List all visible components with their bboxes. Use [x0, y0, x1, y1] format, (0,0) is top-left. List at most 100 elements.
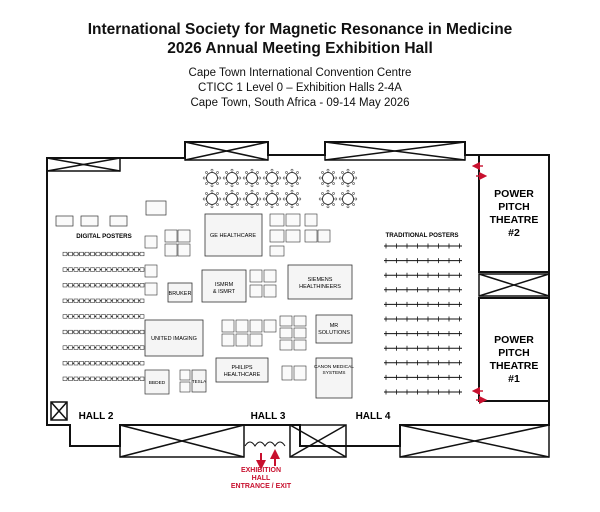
- digital-poster-screen: [112, 345, 117, 350]
- digital-poster-screen: [117, 283, 123, 288]
- digital-poster-screen: [79, 329, 84, 335]
- digital-poster-screen: [84, 361, 90, 366]
- digital-poster-screen: [84, 251, 90, 257]
- digital-poster-screen: [128, 314, 134, 319]
- digital-poster-screen: [106, 329, 112, 335]
- table-chair: [210, 205, 214, 209]
- digital-poster-screen: [68, 376, 73, 381]
- bbded-label: BBDED: [149, 380, 166, 386]
- digital-poster-screen: [112, 298, 117, 303]
- theatre-1: POWER PITCH THEATRE #1: [478, 297, 550, 402]
- table-chair: [218, 176, 222, 180]
- bruker-label: BRUKER: [169, 291, 192, 297]
- table-chair: [258, 176, 262, 180]
- digital-poster-screen: [106, 283, 112, 288]
- table-chair: [250, 184, 254, 188]
- digital-poster-screen: [106, 314, 112, 319]
- digital-poster-screen: [134, 376, 139, 381]
- digital-poster-screen: [79, 314, 84, 319]
- digital-poster-screen: [73, 298, 79, 303]
- mr-solutions-label-1: MR: [330, 323, 339, 329]
- digital-poster-screen: [62, 345, 68, 350]
- table-chair: [341, 171, 344, 174]
- table-chair: [230, 205, 234, 209]
- table-chair: [236, 192, 239, 195]
- digital-poster-screen: [84, 314, 90, 319]
- table-chair: [245, 182, 248, 185]
- table-chair: [262, 197, 266, 201]
- digital-poster-screen: [62, 376, 68, 381]
- table-chair: [270, 189, 274, 193]
- table-chair: [230, 189, 234, 193]
- table-chair: [216, 203, 219, 206]
- table-chair: [341, 192, 344, 195]
- digital-poster-screen: [79, 298, 84, 303]
- digital-poster-screen: [134, 267, 139, 272]
- digital-poster-screen: [95, 376, 101, 381]
- round-table: [226, 172, 238, 184]
- table-chair: [282, 176, 286, 180]
- round-table: [342, 172, 354, 184]
- table-chair: [352, 203, 355, 206]
- digital-poster-screen: [101, 329, 106, 335]
- round-table: [322, 193, 334, 205]
- event-dates: Cape Town, South Africa - 09-14 May 2026: [190, 97, 410, 109]
- booth-ge-healthcare[interactable]: GE HEALTHCARE: [204, 213, 263, 257]
- digital-poster-screen: [112, 314, 117, 319]
- booth-siemens[interactable]: SIEMENS HEALTHINEERS: [287, 264, 353, 300]
- table-chair: [250, 205, 254, 209]
- booth-tesla[interactable]: TESLA: [191, 369, 207, 393]
- table-chair: [346, 205, 350, 209]
- digital-poster-screen: [134, 329, 139, 335]
- digital-poster-screen: [123, 283, 128, 288]
- digital-poster-screen: [101, 251, 106, 257]
- digital-poster-screen: [79, 283, 84, 288]
- canon-label-2: SYSTEMS: [323, 370, 346, 376]
- digital-poster-screen: [123, 314, 128, 319]
- digital-poster-screen: [101, 314, 106, 319]
- digital-poster-screen: [95, 251, 101, 257]
- canon-label-1: CANON MEDICAL: [314, 364, 354, 370]
- digital-poster-screen: [95, 329, 101, 335]
- mr-solutions-label-2: SOLUTIONS: [318, 330, 350, 336]
- booth-philips[interactable]: PHILIPS HEALTHCARE: [215, 357, 269, 383]
- digital-poster-screen: [128, 251, 134, 257]
- table-chair: [222, 197, 226, 201]
- table-chair: [218, 197, 222, 201]
- table-chair: [205, 171, 208, 174]
- booth-bruker[interactable]: BRUKER: [167, 282, 193, 303]
- booth-canon[interactable]: CANON MEDICAL SYSTEMS: [314, 357, 354, 399]
- digital-poster-screen: [90, 283, 95, 288]
- digital-poster-screen: [101, 283, 106, 288]
- booth-bbded[interactable]: BBDED: [144, 369, 170, 395]
- hall-3-label: HALL 3: [251, 411, 286, 422]
- digital-poster-screen: [139, 376, 145, 381]
- table-chair: [222, 176, 226, 180]
- booth-united-imaging[interactable]: UNITED IMAGING: [144, 319, 204, 357]
- digital-poster-screen: [123, 329, 128, 335]
- booth-mr-solutions[interactable]: MR SOLUTIONS: [315, 314, 353, 344]
- theatre-2-line3: THEATRE: [490, 214, 539, 226]
- table-chair: [245, 171, 248, 174]
- table-chair: [225, 171, 228, 174]
- table-chair: [290, 189, 294, 193]
- table-chair: [296, 192, 299, 195]
- digital-poster-screen: [84, 345, 90, 350]
- booth-ismrm[interactable]: ISMRM & ISMRT: [201, 269, 247, 303]
- table-chair: [332, 182, 335, 185]
- theatre-entry-arrows: [471, 161, 488, 405]
- digital-poster-screen: [62, 267, 68, 272]
- digital-poster-screen: [139, 251, 145, 257]
- philips-label-2: HEALTHCARE: [224, 372, 261, 378]
- digital-poster-screen: [106, 298, 112, 303]
- digital-poster-screen: [95, 298, 101, 303]
- digital-poster-screen: [128, 361, 134, 366]
- table-chair: [285, 171, 288, 174]
- table-chair: [225, 182, 228, 185]
- digital-poster-screen: [84, 376, 90, 381]
- table-chair: [236, 182, 239, 185]
- digital-poster-screen: [101, 298, 106, 303]
- entrance-label-1: EXHIBITION: [240, 467, 282, 474]
- digital-poster-screen: [117, 329, 123, 335]
- digital-poster-screen: [79, 361, 84, 366]
